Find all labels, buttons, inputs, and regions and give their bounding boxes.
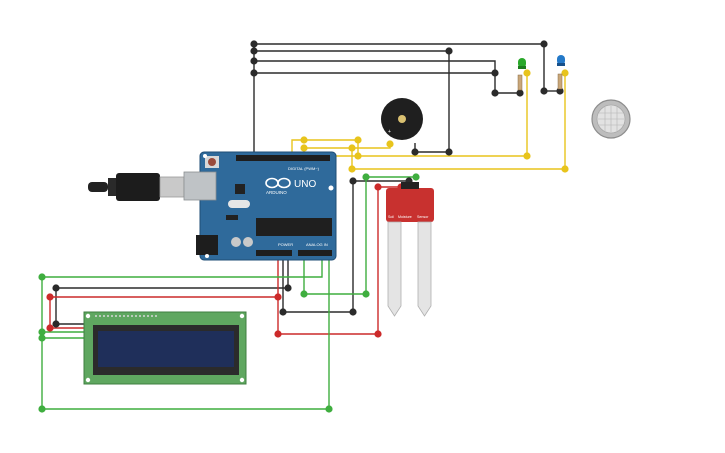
soil-label-left: Soil [388,215,394,219]
analog-label: ANALOG IN [306,242,328,247]
power-label: POWER [278,242,293,247]
buzzer-plus-mark: + [388,129,391,135]
wire-green-2 [41,255,330,410]
wire-green-1 [42,255,323,278]
arduino-logo-text: ARDUINO [266,190,287,195]
wire-yellow-2 [304,144,391,149]
lcd-screen [98,331,234,367]
wires-green [41,176,416,410]
gas-sensor[interactable] [591,99,631,139]
wire-yellow-5 [351,73,566,170]
arduino-uno[interactable]: DIGITAL (PWM~) ARDUINO UNO POWER ANALOG … [183,151,337,261]
green-led[interactable] [517,58,526,91]
blue-led[interactable] [557,55,565,90]
usb-cable[interactable] [88,173,185,201]
wire-black-sensor [282,181,354,313]
soil-label-mid: Moisture [398,215,412,219]
wire-black-top-2 [254,50,450,153]
arduino-logo: ARDUINO [265,177,291,195]
soil-moisture-sensor[interactable]: Soil Moisture Sensor [386,182,434,317]
wire-black-lcd-2 [55,288,84,325]
soil-label-right: Sensor [417,215,429,219]
piezo-buzzer[interactable]: + [381,98,423,140]
lcd-pin-row [95,315,157,317]
digital-header-label: DIGITAL (PWM~) [288,166,320,171]
board-model: UNO [294,179,316,190]
wire-yellow-4 [291,139,304,157]
lcd-16x2[interactable] [83,311,247,385]
wire-black-top-3 [254,60,520,94]
